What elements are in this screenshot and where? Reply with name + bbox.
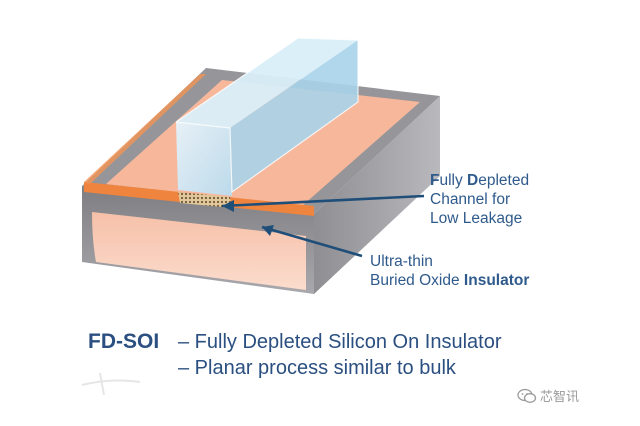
- caption-line-1: – Fully Depleted Silicon On Insulator: [178, 331, 502, 353]
- insulator-callout-arrow: [261, 225, 363, 258]
- block-right-face: [314, 96, 440, 294]
- gate-outline: [175, 37, 359, 194]
- buried-film-top: [84, 74, 206, 184]
- gate-top-face: [176, 38, 358, 128]
- channel-callout-line2: Channel for: [430, 191, 511, 208]
- gate-side-face: [230, 40, 358, 192]
- callout-initial-f: F: [430, 172, 440, 189]
- callout-initial-d: D: [467, 172, 479, 189]
- silicon-channel: [178, 192, 232, 208]
- callout-text-ully: ully: [439, 172, 468, 189]
- substrate-cavity: [92, 212, 306, 290]
- insulator-callout: Ultra-thin Buried Oxide Insulator: [370, 252, 529, 290]
- caption-label: FD-SOI: [88, 330, 160, 353]
- channel-callout-arrow: [221, 194, 425, 212]
- channel-callout-line3: Low Leakage: [430, 210, 523, 227]
- insulator-callout-bold: Insulator: [463, 272, 530, 289]
- watermark: 芯智讯: [517, 386, 579, 405]
- channel-callout-line1: Fully Depleted: [430, 171, 529, 190]
- decorative-swoosh: [81, 372, 141, 396]
- channel-callout: Fully Depleted Channel for Low Leakage: [430, 171, 529, 228]
- gate-front-face: [176, 122, 232, 196]
- watermark-text: 芯智讯: [540, 390, 580, 405]
- insulator-callout-line1: Ultra-thin: [370, 253, 433, 270]
- callout-text-epleted: epleted: [478, 172, 530, 189]
- wechat-icon: [517, 388, 537, 403]
- insulator-callout-text: Buried Oxide: [370, 272, 464, 289]
- caption-line-2: – Planar process similar to bulk: [178, 357, 456, 379]
- insulator-callout-line2: Buried Oxide Insulator: [370, 271, 529, 290]
